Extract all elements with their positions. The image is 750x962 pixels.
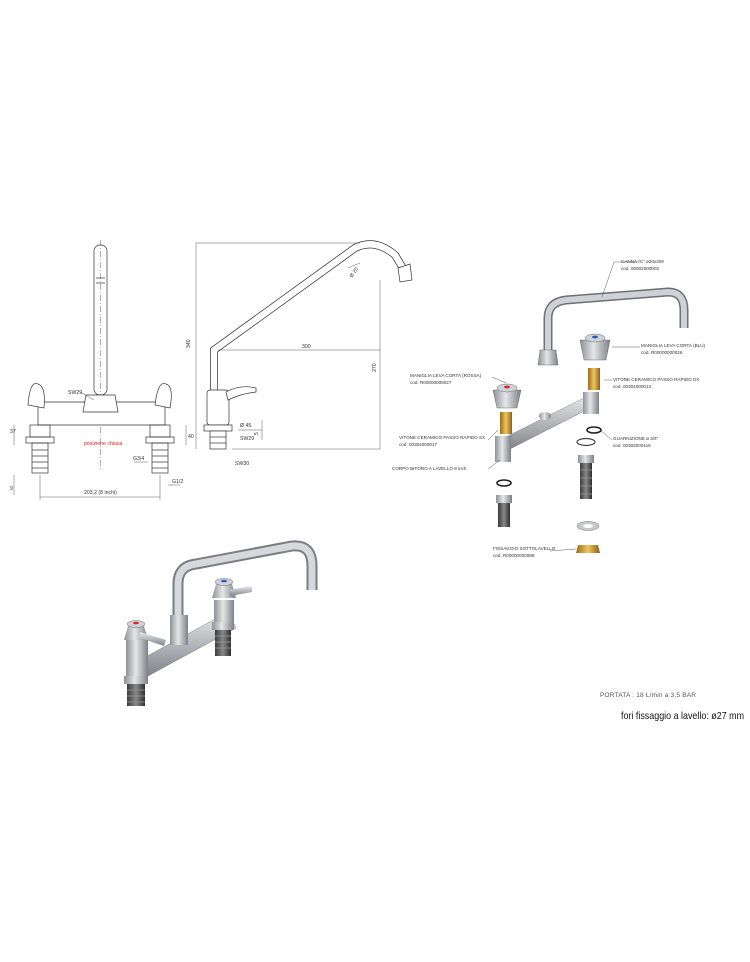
dim-40: 40 bbox=[188, 434, 194, 440]
cartridge-right-code: cod. 00304000013 bbox=[613, 384, 652, 389]
dim-37: 37 bbox=[10, 429, 16, 435]
side-view-drawing bbox=[195, 240, 413, 450]
dim-340: 340 bbox=[186, 339, 192, 348]
side-sw30-label: SW30 bbox=[235, 461, 249, 467]
dim-half-thread: G1/2 bbox=[172, 479, 183, 485]
dim-270: 270 bbox=[372, 363, 378, 372]
exploded-view-drawing bbox=[487, 261, 689, 553]
side-sw29-label: SW29 bbox=[240, 436, 254, 442]
faucet-render bbox=[124, 540, 318, 706]
gasket-name: GUARNIZIONE ø 3/4" bbox=[613, 436, 659, 441]
cartridge-left-code: cod. 00304000017 bbox=[399, 442, 438, 447]
body-name: CORPO BIFORO A LAVELLO 8 inch bbox=[392, 466, 467, 471]
dim-5: 5 bbox=[254, 432, 260, 435]
fixing-name: FISSAGGIO SOTTOLAVELLO bbox=[493, 546, 556, 551]
blue-handle-name: MANIGLIA LEVA CORTA (BLU) bbox=[641, 343, 706, 348]
canna-name: CANNA "C" ø20x300 bbox=[621, 259, 664, 264]
dim-thread: G3/4 bbox=[133, 456, 144, 462]
sink-holes-text: fori fissaggio a lavello: ø27 mm bbox=[621, 710, 745, 722]
cartridge-right-name: VITONE CERAMICO PASSO RAPIDO DX bbox=[613, 377, 699, 382]
front-view-drawing bbox=[13, 240, 187, 500]
dim-300: 300 bbox=[302, 344, 311, 350]
canna-code: cod. 00602000002 bbox=[621, 266, 660, 271]
fixing-code: cod. R00000000088 bbox=[493, 553, 535, 558]
blue-handle-code: cod. R00000000026 bbox=[641, 350, 683, 355]
dim-9: 9 bbox=[10, 486, 13, 492]
front-sw-spout-label: SW29 bbox=[68, 390, 82, 396]
red-handle-code: cod. R00000000027 bbox=[410, 380, 452, 385]
closed-position-label: posizione chiusa bbox=[84, 441, 122, 447]
dim-width: 203,2 (8 inchi) bbox=[84, 490, 117, 496]
dim-diameter-45: Ø 45 bbox=[240, 423, 251, 429]
red-handle-name: MANIGLIA LEVA CORTA (ROSSA) bbox=[410, 373, 482, 378]
cartridge-left-name: VITONE CERAMICO PASSO RAPIDO SX bbox=[399, 435, 485, 440]
flow-rate-text: PORTATA : 18 L/min a 3,5 BAR bbox=[600, 692, 697, 699]
gasket-code: cod. 00303000118 bbox=[613, 443, 651, 448]
dim-pipe-diameter: Ø 20 bbox=[349, 266, 360, 279]
